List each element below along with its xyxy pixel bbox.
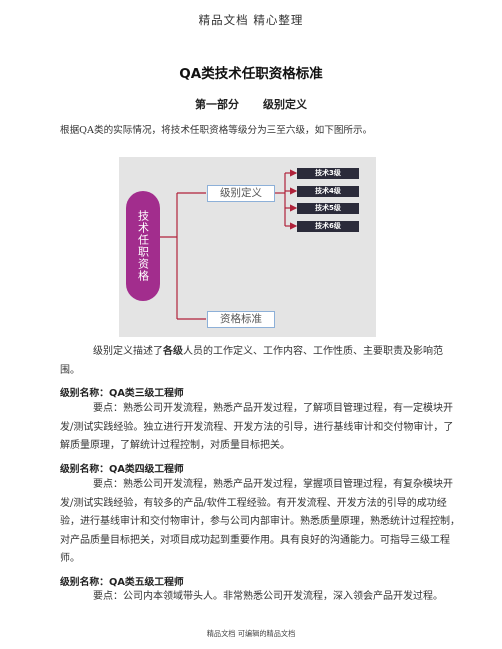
level-4-text: 要点：熟悉公司开发流程，熟悉产品开发过程，掌握项目管理过程，有复杂模块开发/测试… <box>60 479 460 564</box>
definition-paragraph: 级别定义描述了各级人员的工作定义、工作内容、工作性质、主要职责及影响范围。 <box>60 343 460 380</box>
definition-suffix: 人员的工作定义、工作内容、工作性质、主要职责及影响范围。 <box>60 346 443 376</box>
diagram-level-5: 技术5级 <box>297 203 359 214</box>
level-3-text: 要点：熟悉公司开发流程，熟悉产品开发过程，了解项目管理过程，有一定模块开发/测试… <box>60 403 454 451</box>
diagram-level-4: 技术4级 <box>297 186 359 197</box>
section-name: 级别定义 <box>263 98 307 111</box>
level-5-heading: 级别名称：QA类五级工程师 <box>60 577 184 588</box>
document-title: QA类技术任职资格标准 <box>179 66 323 82</box>
diagram-branch-definition: 级别定义 <box>207 185 275 202</box>
section-heading: 第一部分 级别定义 <box>0 96 502 112</box>
diagram-level-6: 技术6级 <box>297 221 359 232</box>
section-part: 第一部分 <box>195 98 239 111</box>
diagram-level-3: 技术3级 <box>297 168 359 179</box>
qualification-diagram: 技术任职资格 级别定义 资格标准 技术3级 技术4级 技术5级 技术6级 <box>119 157 376 337</box>
definition-bold: 各级 <box>163 346 183 357</box>
level-3-heading: 级别名称：QA类三级工程师 <box>60 388 184 399</box>
diagram-branch-standard: 资格标准 <box>207 311 275 328</box>
diagram-root-node: 技术任职资格 <box>126 191 160 301</box>
diagram-connectors <box>160 169 298 320</box>
definition-prefix: 级别定义描述了 <box>93 346 163 357</box>
level-4-heading: 级别名称：QA类四级工程师 <box>60 464 184 475</box>
intro-text: 根据QA类的实际情况，将技术任职资格等级分为三至六级，如下图所示。 <box>60 125 373 136</box>
page-footer: 精品文档 可编辑的精品文档 <box>206 629 296 638</box>
page-header: 精品文档 精心整理 <box>198 13 304 27</box>
level-5-text: 要点：公司内本领域带头人。非常熟悉公司开发流程，深入领会产品开发过程。 <box>93 591 443 602</box>
